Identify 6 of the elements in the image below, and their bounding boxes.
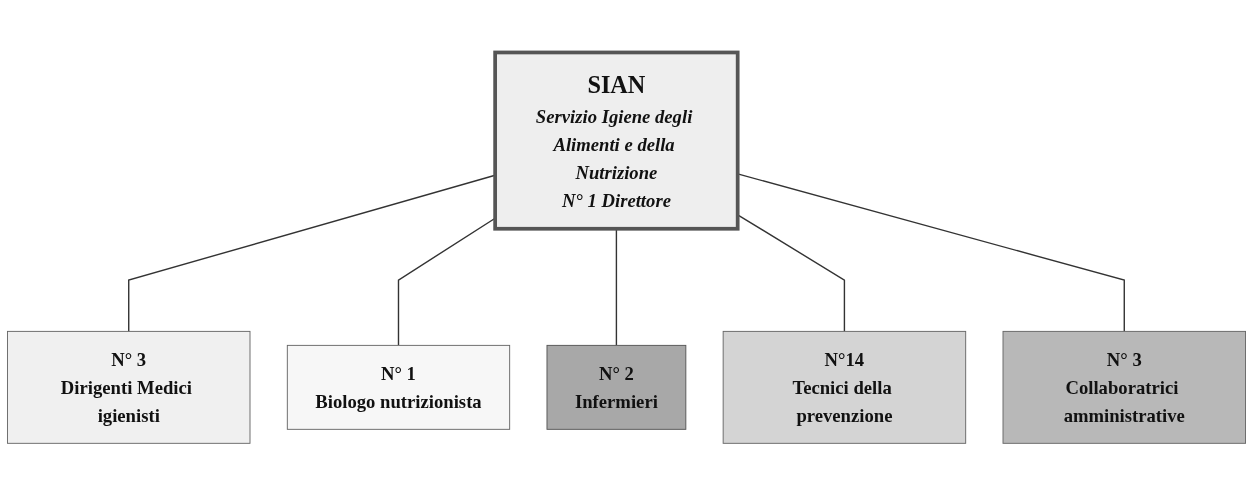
node-box: N°14 Tecnici della prevenzione — [722, 330, 967, 444]
node-box: N° 2 Infermieri — [546, 344, 687, 430]
node-box: N° 3 Dirigenti Medici igienisti — [7, 330, 251, 444]
node-box: SIAN Servizio Igiene degli Alimenti e della Nutrizione N° 1 Direttore — [493, 50, 740, 231]
node-box: N° 3 Collaboratrici amministrative — [1002, 330, 1246, 444]
node-box: N° 1 Biologo nutrizionista — [286, 344, 511, 430]
